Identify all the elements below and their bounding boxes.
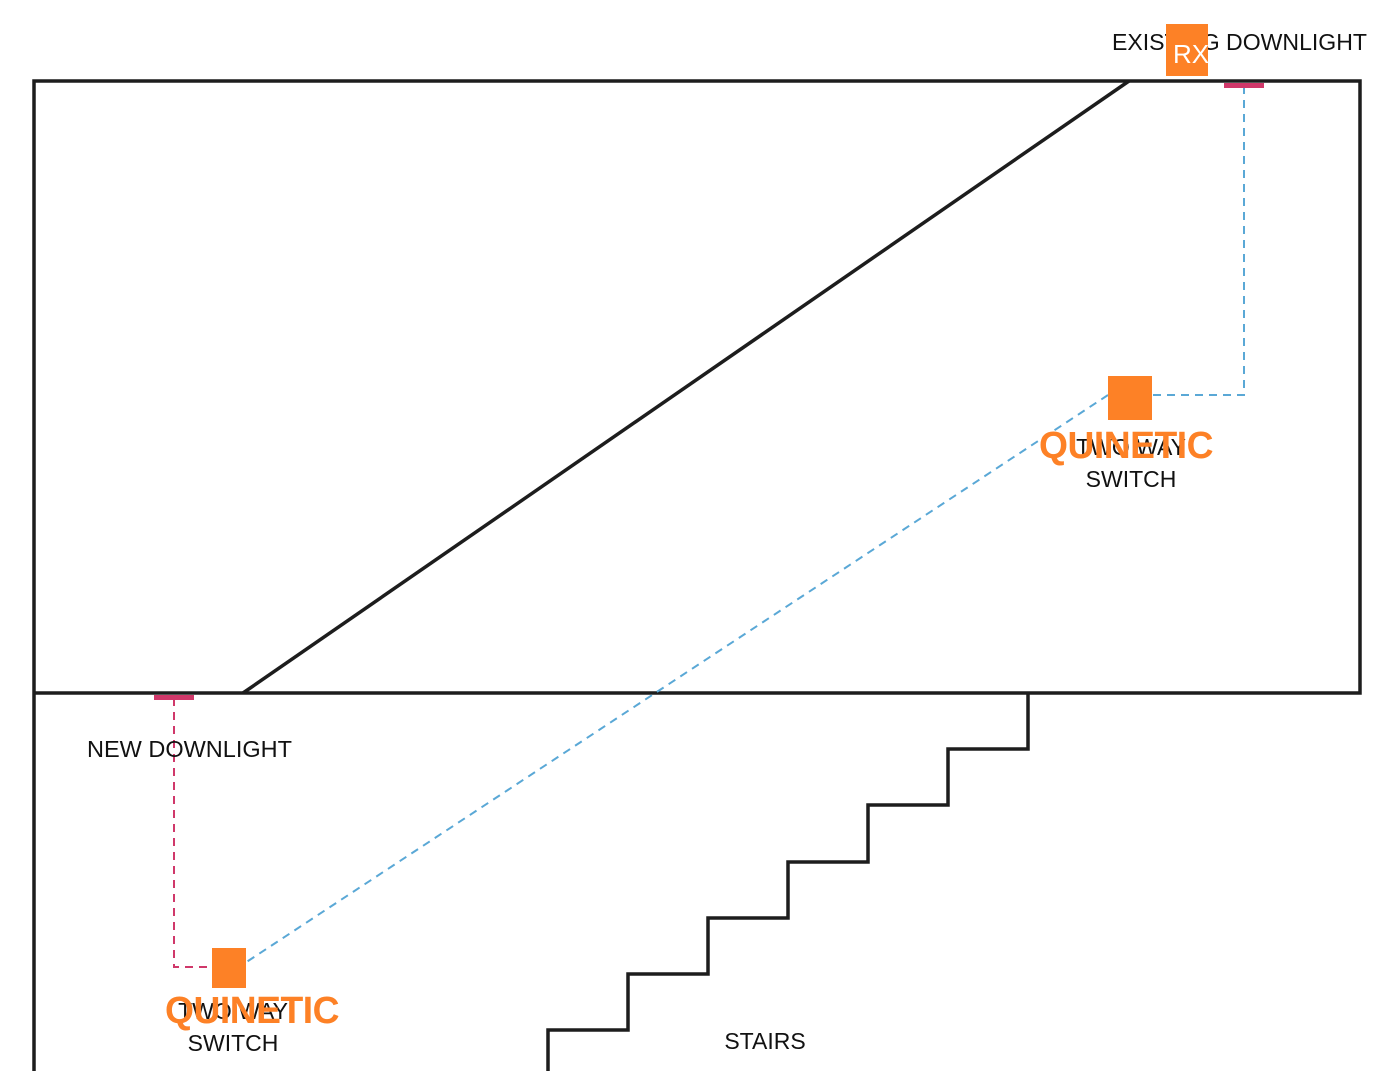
upper-floor-outline bbox=[32, 79, 1362, 1071]
receiver-box bbox=[1166, 24, 1208, 76]
receiver-label: RX bbox=[1173, 39, 1209, 69]
link-wire-upper bbox=[1152, 86, 1245, 396]
stairs-label: STAIRS bbox=[724, 1028, 805, 1054]
upper-switch-box bbox=[1108, 376, 1152, 420]
existing-downlight-label: EXISTING DOWNLIGHT bbox=[1112, 29, 1367, 55]
new-downlight-marker bbox=[154, 695, 194, 700]
lower-switch-box bbox=[212, 948, 246, 988]
lower-switch-label-line1: TWO WAY bbox=[178, 998, 288, 1024]
building-outline bbox=[32, 79, 1362, 1071]
receiver-module: RX bbox=[1166, 24, 1209, 76]
upper-switch-label-line1: TWO WAY bbox=[1076, 434, 1186, 460]
stairs-steps bbox=[546, 693, 1030, 1071]
mains-wire-lower bbox=[173, 698, 212, 968]
lower-switch-label-line2: SWITCH bbox=[188, 1030, 279, 1056]
upper-quinetic-switch: QUINETIC bbox=[1039, 376, 1214, 467]
lower-quinetic-switch: QUINETIC bbox=[165, 948, 340, 1032]
upper-switch-label-line2: SWITCH bbox=[1086, 466, 1177, 492]
lower-switch-brand: QUINETIC bbox=[165, 990, 339, 1032]
link-wire-diagonal bbox=[244, 394, 1109, 964]
stair-diagonal-line bbox=[242, 79, 1130, 695]
wiring bbox=[173, 86, 1245, 968]
upper-switch-brand: QUINETIC bbox=[1039, 425, 1213, 467]
new-downlight-label: NEW DOWNLIGHT bbox=[87, 736, 292, 762]
existing-downlight-marker bbox=[1224, 83, 1264, 88]
